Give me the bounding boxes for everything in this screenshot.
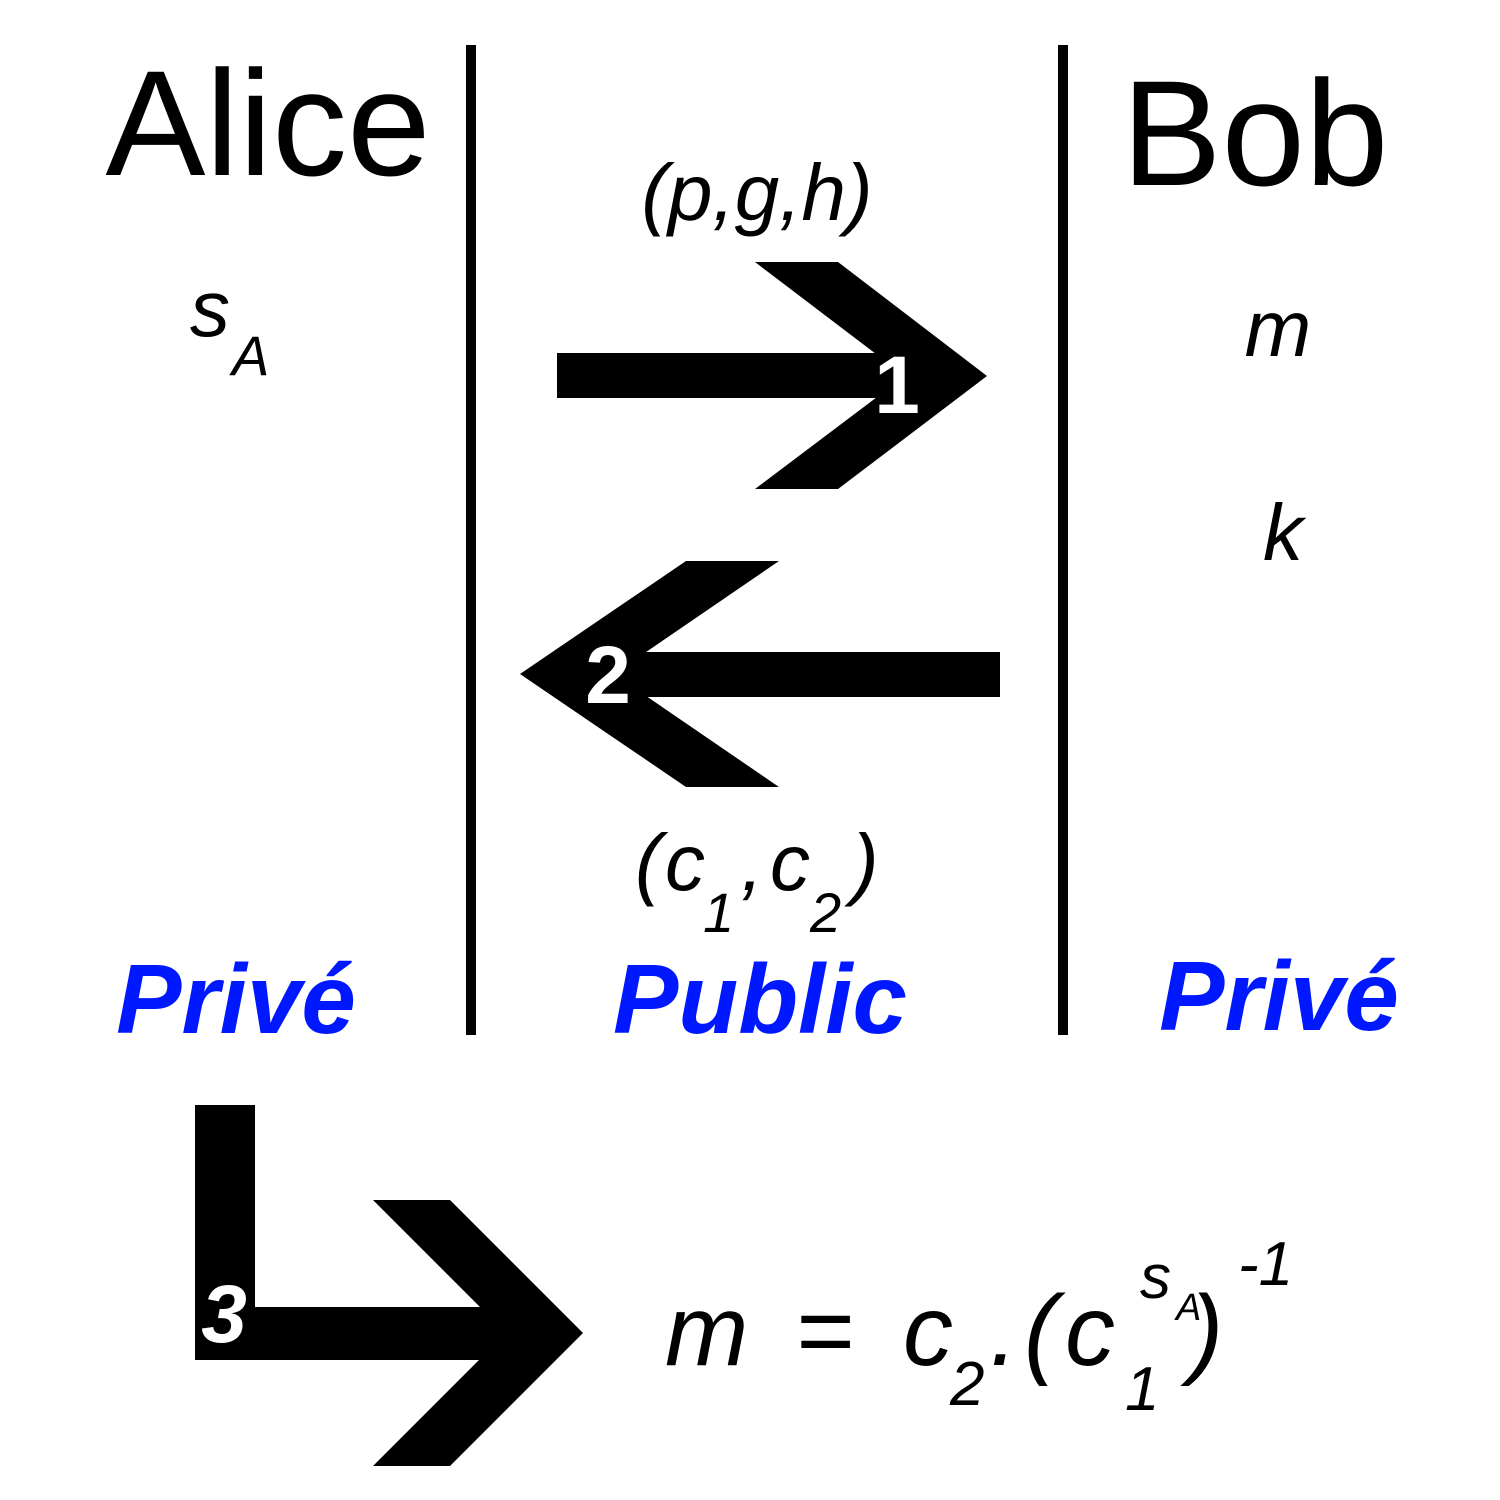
arrow-2-head: [520, 561, 779, 787]
alice-secret-symbol: s: [190, 264, 230, 353]
formula-c1: c: [1065, 1275, 1115, 1387]
formula-c2: c: [903, 1275, 953, 1387]
bob-label: Bob: [1122, 49, 1389, 217]
formula-exp-A: A: [1174, 1287, 1201, 1329]
bob-ephemeral-symbol: k: [1263, 488, 1307, 577]
arrow-2-shaft: [605, 652, 1000, 697]
public-key-tuple: (p,g,h): [641, 148, 872, 237]
arrow-3-head: [373, 1200, 583, 1466]
ciphertext-c2: c: [770, 818, 810, 907]
arrow-step-1: 1: [557, 262, 987, 489]
arrow-step-3: 3: [195, 1105, 583, 1466]
formula-exp-s: s: [1140, 1243, 1171, 1312]
formula-equals: =: [795, 1275, 853, 1387]
formula-sub1: 1: [1125, 1355, 1159, 1424]
formula-paren-open: (: [1024, 1275, 1066, 1387]
bob-message-symbol: m: [1245, 284, 1312, 373]
arrow-step-2: 2: [520, 561, 1000, 787]
zone-label-bob: Privé: [1159, 941, 1399, 1051]
ciphertext-close-paren: ): [844, 818, 879, 907]
formula-outer-exponent: -1: [1238, 1230, 1293, 1299]
formula-sub2: 2: [949, 1350, 984, 1419]
decryption-formula: m = c 2 . ( c 1 s A ) -1: [665, 1230, 1293, 1424]
ciphertext-sub1: 1: [703, 881, 734, 944]
ciphertext-tuple: ( c 1 , c 2 ): [635, 818, 879, 944]
ciphertext-c1: c: [665, 818, 705, 907]
step-3-number: 3: [201, 1269, 247, 1360]
zone-label-alice: Privé: [116, 944, 356, 1054]
alice-secret-subscript: A: [229, 324, 269, 387]
arrow-1-shaft: [557, 353, 897, 398]
step-2-number: 2: [585, 630, 631, 721]
arrow-1-head: [755, 262, 987, 489]
step-1-number: 1: [874, 340, 920, 431]
formula-dot: .: [990, 1275, 1018, 1387]
alice-label: Alice: [105, 39, 430, 207]
ciphertext-open-paren: (: [635, 818, 669, 907]
formula-lhs-m: m: [665, 1275, 748, 1387]
arrow-3-horizontal: [195, 1307, 515, 1360]
ciphertext-comma: ,: [741, 818, 763, 907]
ciphertext-sub2: 2: [809, 881, 841, 944]
zone-label-public: Public: [613, 944, 907, 1054]
